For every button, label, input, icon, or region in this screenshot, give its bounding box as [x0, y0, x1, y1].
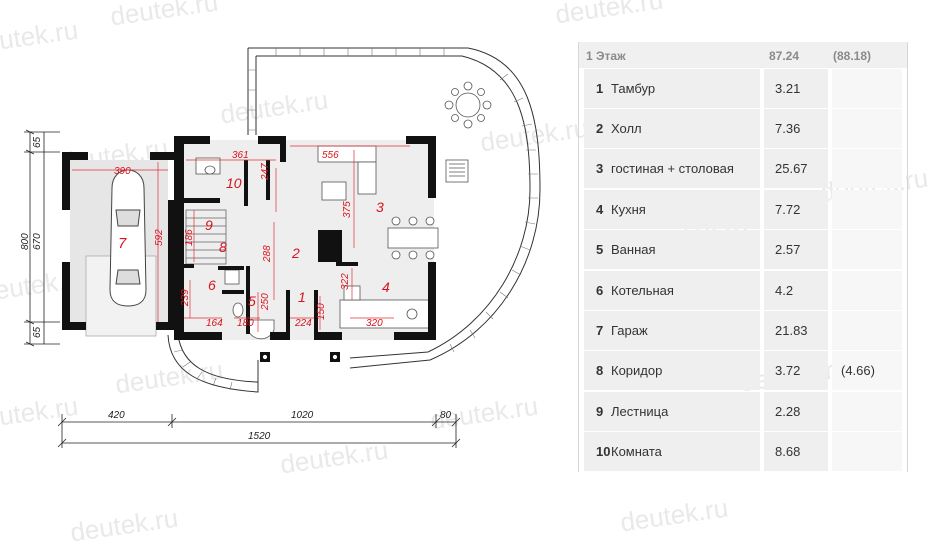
dim-186: 186: [184, 229, 195, 246]
red-dimension-lines: [72, 145, 410, 332]
dim-80: 80: [440, 410, 452, 421]
watermark: deutek.ru: [553, 0, 665, 30]
room-number: 9: [596, 404, 604, 419]
room-area-alt: (4.66): [841, 363, 875, 378]
table-row: 1 Тамбур 3.21: [584, 69, 902, 108]
floor-plan: 390 361 556 592 186 239 247 288 375 322 …: [20, 47, 541, 448]
room-number: 10: [596, 444, 611, 459]
dim-420: 420: [108, 410, 125, 421]
dim-224: 224: [294, 318, 312, 329]
walls: [62, 136, 436, 362]
dim-180: 180: [237, 318, 254, 329]
room-number: 3: [596, 161, 604, 176]
room-number: 2: [596, 121, 604, 136]
room-area: 4.2: [775, 283, 794, 298]
room-number: 8: [596, 363, 604, 378]
terrace: [167, 47, 541, 393]
table-row: 10 Комната 8.68: [584, 432, 902, 471]
room-label-3: 3: [376, 199, 384, 215]
dim-239: 239: [180, 289, 191, 307]
table-row: 4 Кухня 7.72: [584, 190, 902, 229]
room-area: 2.57: [775, 242, 801, 257]
table-row: 9 Лестница 2.28: [584, 392, 902, 431]
dim-288: 288: [262, 245, 273, 263]
sofa: [317, 145, 377, 195]
door-markers: [262, 354, 338, 360]
table-row: 3 гостиная + столовая 25.67: [584, 149, 902, 188]
room-name: Ванная: [611, 242, 656, 257]
floor-area-alt: (88.18): [833, 49, 872, 63]
dim-1520: 1520: [248, 431, 271, 442]
dim-800: 800: [20, 233, 31, 250]
dim-592: 592: [154, 229, 165, 246]
room-label-2: 2: [291, 245, 300, 261]
bathroom-fixtures: [195, 157, 275, 340]
room-label-4: 4: [382, 279, 390, 295]
room-area: 7.72: [775, 202, 801, 217]
room-name: Кухня: [611, 202, 646, 217]
dim-390: 390: [114, 166, 131, 177]
room-number: 6: [596, 283, 604, 298]
room-label-6: 6: [208, 277, 216, 293]
dim-556: 556: [322, 150, 339, 161]
room-area: 8.68: [775, 444, 801, 459]
round-table: [444, 81, 492, 129]
area-table: 1 Этаж 87.24 (88.18) 1 Тамбур 3.21 2 Хол…: [578, 42, 908, 472]
room-name: Холл: [611, 121, 642, 136]
floor-title: 1 Этаж: [586, 49, 626, 63]
room-label-1: 1: [298, 289, 306, 305]
room-area: 3.21: [775, 81, 801, 96]
room-number: 4: [596, 202, 604, 217]
dim-320: 320: [366, 318, 383, 329]
table-row: 7 Гараж 21.83: [584, 311, 902, 350]
watermark: deutek.ru: [618, 492, 730, 538]
room-label-8: 8: [219, 239, 227, 255]
room-label-5: 5: [248, 293, 256, 309]
car-icon: [109, 169, 147, 307]
dim-150: 150: [316, 303, 327, 320]
room-area: 7.36: [775, 121, 801, 136]
room-area: 3.72: [775, 363, 801, 378]
room-name: Тамбур: [611, 81, 656, 96]
room-label-9: 9: [205, 217, 213, 233]
room-area: 2.28: [775, 404, 801, 419]
room-name: гостиная + столовая: [611, 161, 734, 176]
table-row: 6 Котельная 4.2: [584, 271, 902, 310]
table-row: 2 Холл 7.36: [584, 109, 902, 148]
dim-65-top: 65: [32, 136, 43, 148]
dim-375: 375: [342, 201, 353, 218]
dim-250: 250: [260, 293, 271, 311]
coffee-table: [321, 181, 347, 201]
room-name: Коридор: [611, 363, 663, 378]
dim-361: 361: [232, 150, 249, 161]
dim-247: 247: [260, 163, 271, 181]
room-number: 5: [596, 242, 604, 257]
room-area: 25.67: [775, 161, 808, 176]
room-area: 21.83: [775, 323, 808, 338]
room-name: Комната: [611, 444, 662, 459]
room-name: Гараж: [611, 323, 648, 338]
fireplace: [318, 230, 342, 262]
sun-lounger: [445, 159, 469, 183]
floor-area: 87.24: [769, 49, 800, 63]
dim-164: 164: [206, 318, 223, 329]
dining-table: [387, 216, 439, 260]
room-label-10: 10: [226, 175, 242, 191]
room-number: 1: [596, 81, 604, 96]
table-row: 8 Коридор 3.72 (4.66): [584, 351, 902, 390]
terrace-railing: [173, 48, 538, 391]
outer-dimension-lines: [24, 129, 461, 448]
table-header: 1 Этаж 87.24 (88.18): [579, 42, 907, 68]
dim-322: 322: [340, 273, 351, 290]
staircase: [185, 209, 227, 265]
room-number: 7: [596, 323, 604, 338]
dim-65-bottom: 65: [32, 326, 43, 338]
room-name: Лестница: [611, 404, 669, 419]
dim-1020: 1020: [291, 410, 314, 421]
room-name: Котельная: [611, 283, 674, 298]
room-label-7: 7: [118, 235, 127, 252]
table-row: 5 Ванная 2.57: [584, 230, 902, 269]
dim-670: 670: [32, 233, 43, 250]
